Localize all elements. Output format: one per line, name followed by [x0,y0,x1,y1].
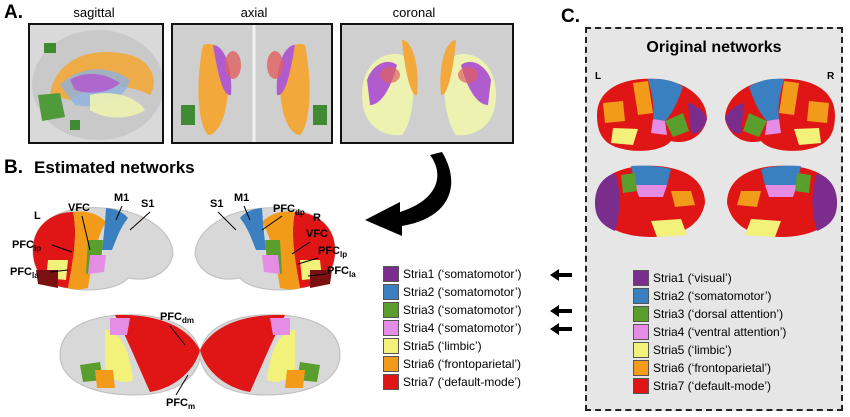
legend-c-item: Stria6 (‘frontoparietal’) [633,360,771,376]
legend-b-item: Stria2 (‘somatomotor’) [383,284,521,300]
label-pfc-m: PFCm [166,397,196,412]
legend-swatch [383,284,399,300]
view-label-coronal: coronal [392,5,436,20]
hemi-label-b-right: R [313,212,321,224]
legend-b-item: Stria3 (‘somatomotor’) [383,302,521,318]
legend-swatch [383,320,399,336]
arrow-left-icon [550,323,572,335]
brain-b-right-lateral [194,207,336,291]
brain-b-right-medial [199,314,341,396]
legend-c-item: Stria2 (‘somatomotor’) [633,288,771,304]
legend-swatch [633,378,649,394]
panel-c-title: Original networks [646,39,782,56]
legend-swatch [383,266,399,282]
brain-c-left-medial [595,165,705,237]
label-pfc-la-left: PFCla [10,266,39,281]
legend-b-item: Stria4 (‘somatomotor’) [383,320,521,336]
legend-label: Stria7 (‘default-mode’) [653,379,772,393]
sagittal-view [28,23,164,144]
legend-label: Stria3 (‘dorsal attention’) [653,307,784,321]
legend-swatch [383,302,399,318]
legend-c-item: Stria7 (‘default-mode’) [633,378,771,394]
legend-swatch [633,360,649,376]
legend-label: Stria2 (‘somatomotor’) [653,289,772,303]
legend-label: Stria4 (‘somatomotor’) [403,321,522,335]
legend-swatch [383,374,399,390]
panel-c-box: Original networks L R [585,27,843,411]
label-s1-left: S1 [141,198,155,210]
legend-c-item: Stria5 (‘limbic’) [633,342,732,358]
brain-c-left-lateral [597,78,707,151]
label-s1-right: S1 [210,198,224,210]
legend-c-item: Stria4 (‘ventral attention’) [633,324,786,340]
legend-label: Stria1 (‘somatomotor’) [403,267,522,281]
legend-label: Stria7 (‘default-mode’) [403,375,522,389]
panel-b-letter: B. [4,157,23,178]
legend-label: Stria4 (‘ventral attention’) [653,325,787,339]
legend-swatch [383,338,399,354]
legend-c-item: Stria3 (‘dorsal attention’) [633,306,783,322]
legend-c-item: Stria1 (‘visual’) [633,270,732,286]
legend-label: Stria5 (‘limbic’) [653,343,732,357]
curved-arrow-icon [365,152,452,236]
panel-a-letter: A. [4,2,23,23]
view-label-sagittal: sagittal [73,5,115,20]
arrow-left-icon [550,305,572,317]
legend-b-item: Stria1 (‘somatomotor’) [383,266,521,282]
legend-swatch [633,306,649,322]
legend-b-item: Stria6 (‘frontoparietal’) [383,356,521,372]
axial-view [171,23,333,144]
label-vfc-left: VFC [68,202,90,214]
label-m1-left: M1 [114,192,130,204]
label-leader-lines [49,205,327,396]
coronal-view [340,23,514,144]
view-label-axial: axial [240,5,268,20]
hemi-label-c-right: R [827,71,835,82]
legend-label: Stria1 (‘visual’) [653,271,732,285]
legend-swatch [633,324,649,340]
legend-swatch [633,288,649,304]
label-pfc-la-right: PFCla [327,265,356,280]
legend-swatch [633,342,649,358]
coronal-striatum-render [342,25,512,142]
brain-b-left-medial [59,314,201,396]
legend-label: Stria6 (‘frontoparietal’) [403,357,522,371]
axial-striatum-render [173,25,331,142]
label-pfc-dm: PFCdm [160,311,194,326]
sagittal-striatum-render [32,30,162,140]
legend-label: Stria2 (‘somatomotor’) [403,285,522,299]
legend-label: Stria3 (‘somatomotor’) [403,303,522,317]
label-pfc-lp-left: PFClp [12,239,42,254]
brain-b-left-lateral [32,207,174,291]
legend-label: Stria6 (‘frontoparietal’) [653,361,772,375]
legend-estimated-networks: Stria1 (‘somatomotor’) Stria2 (‘somatomo… [383,266,583,396]
panel-c-letter: C. [561,6,580,27]
legend-label: Stria5 (‘limbic’) [403,339,482,353]
label-pfc-dp-right: PFCdp [273,203,305,218]
panel-b-title: Estimated networks [34,158,195,177]
legend-b-item: Stria5 (‘limbic’) [383,338,482,354]
label-vfc-right: VFC [306,228,328,240]
legend-original-networks: Stria1 (‘visual’) Stria2 (‘somatomotor’)… [633,270,833,400]
hemi-label-b-left: L [34,210,41,222]
hemi-label-c-left: L [595,71,602,82]
label-pfc-lp-right: PFClp [318,245,348,260]
brain-c-right-medial [727,165,837,237]
legend-b-item: Stria7 (‘default-mode’) [383,374,521,390]
arrow-left-icon [550,269,572,281]
label-m1-right: M1 [234,192,250,204]
legend-swatch [633,270,649,286]
brain-c-right-lateral [725,78,835,151]
legend-swatch [383,356,399,372]
